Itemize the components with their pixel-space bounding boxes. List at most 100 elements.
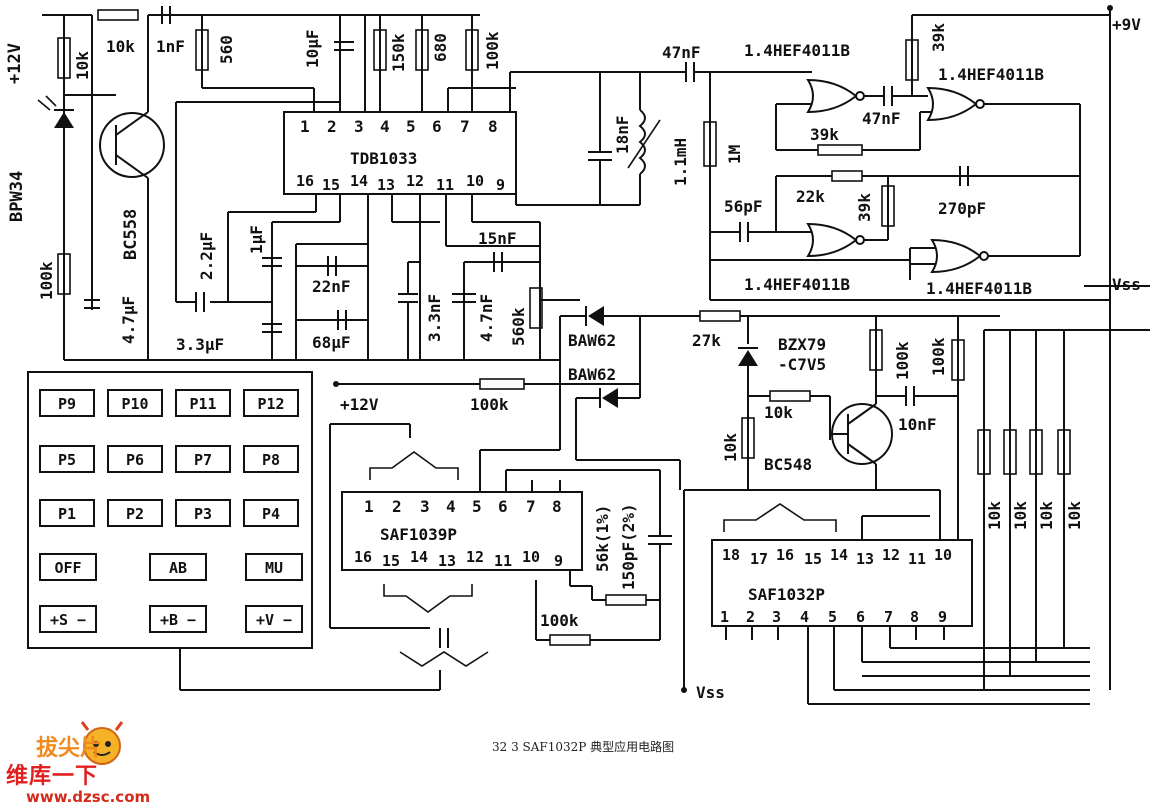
svg-text:BPW34: BPW34	[7, 171, 27, 222]
svg-text:10k: 10k	[985, 501, 1004, 530]
svg-text:6: 6	[856, 608, 865, 626]
ic-tdb1033	[175, 14, 686, 302]
svg-text:7: 7	[884, 608, 893, 626]
watermark-top-text: 拔尖片	[36, 736, 103, 761]
svg-text:10k: 10k	[721, 433, 740, 462]
svg-text:-C7V5: -C7V5	[778, 355, 826, 374]
svg-text:11: 11	[908, 550, 926, 568]
svg-text:18nF: 18nF	[613, 115, 632, 154]
svg-text:47nF: 47nF	[662, 43, 701, 62]
key-p6[interactable]	[107, 445, 163, 473]
svg-text:10k: 10k	[1011, 501, 1030, 530]
svg-text:15: 15	[382, 552, 400, 570]
svg-text:68μF: 68μF	[312, 333, 351, 352]
svg-text:BC548: BC548	[764, 455, 812, 474]
key-p9[interactable]	[39, 389, 95, 417]
key-label: P5	[58, 451, 76, 469]
svg-text:8: 8	[488, 117, 498, 136]
svg-text:9: 9	[938, 608, 947, 626]
svg-text:15nF: 15nF	[478, 229, 517, 248]
key-p10[interactable]	[107, 389, 163, 417]
svg-text:7: 7	[526, 497, 536, 516]
key-p12[interactable]	[243, 389, 299, 417]
svg-text:4: 4	[800, 608, 809, 626]
key-label: P4	[262, 505, 280, 523]
key-mu[interactable]	[245, 553, 303, 581]
svg-text:5: 5	[406, 117, 416, 136]
key-p11[interactable]	[175, 389, 231, 417]
svg-text:10: 10	[466, 172, 484, 190]
svg-text:Vss: Vss	[696, 683, 725, 702]
watermark-cn-text: 维库一下	[6, 764, 99, 789]
svg-text:7: 7	[460, 117, 470, 136]
key-p7[interactable]	[175, 445, 231, 473]
key-p5[interactable]	[39, 445, 95, 473]
svg-text:18: 18	[722, 546, 740, 564]
watermark-url: www.dzsc.com	[26, 788, 151, 806]
svg-text:10k: 10k	[1037, 501, 1056, 530]
key-label: P9	[58, 395, 76, 413]
key-p8[interactable]	[243, 445, 299, 473]
svg-text:56pF: 56pF	[724, 197, 763, 216]
key-p1[interactable]	[39, 499, 95, 527]
hef-label-4: 1.4HEF4011B	[926, 279, 1032, 298]
key-p4[interactable]	[243, 499, 299, 527]
tdb-filter-network	[176, 194, 543, 360]
svg-text:14: 14	[410, 548, 428, 566]
saf1039-labels: 1 2 3 4 5 6 7 8 SAF1039P 16 15 14 13 12 …	[354, 497, 563, 570]
hef-label-2: 1.4HEF4011B	[938, 65, 1044, 84]
key-s[interactable]	[39, 605, 97, 633]
svg-text:4: 4	[380, 117, 390, 136]
svg-text:8: 8	[910, 608, 919, 626]
key-off[interactable]	[39, 553, 97, 581]
key-label: AB	[169, 559, 187, 577]
svg-text:39k: 39k	[929, 23, 948, 52]
key-label: P11	[189, 395, 216, 413]
saf1032-labels: 18 17 16 15 14 13 12 11 10 SAF1032P 1 2 …	[720, 546, 952, 626]
key-p2[interactable]	[107, 499, 163, 527]
svg-text:BZX79: BZX79	[778, 335, 826, 354]
key-label: P6	[126, 451, 144, 469]
svg-text:3: 3	[420, 497, 430, 516]
svg-text:9: 9	[554, 552, 563, 570]
key-label: OFF	[54, 559, 81, 577]
key-label: P12	[257, 395, 284, 413]
key-label: P1	[58, 505, 76, 523]
svg-text:16: 16	[354, 548, 372, 566]
svg-text:+9V: +9V	[1112, 15, 1141, 34]
key-p3[interactable]	[175, 499, 231, 527]
svg-text:BAW62: BAW62	[568, 331, 616, 350]
svg-text:10k: 10k	[1065, 501, 1084, 530]
key-label: P2	[126, 505, 144, 523]
svg-text:10: 10	[934, 546, 952, 564]
dzsc-logo	[80, 721, 124, 765]
svg-text:560: 560	[217, 35, 236, 64]
ic-saf1032p	[711, 329, 1110, 705]
key-b[interactable]	[149, 605, 207, 633]
svg-text:1: 1	[300, 117, 310, 136]
svg-text:1.1mH: 1.1mH	[671, 138, 690, 186]
key-v[interactable]	[245, 605, 303, 633]
svg-text:8: 8	[552, 497, 562, 516]
svg-text:11: 11	[436, 176, 454, 194]
svg-text:1: 1	[720, 608, 729, 626]
key-ab[interactable]	[149, 553, 207, 581]
key-label: +S −	[50, 611, 86, 629]
svg-text:+12V: +12V	[5, 43, 25, 84]
svg-text:6: 6	[432, 117, 442, 136]
svg-text:22nF: 22nF	[312, 277, 351, 296]
svg-text:3.3nF: 3.3nF	[425, 294, 444, 342]
nand-gates	[710, 5, 1150, 690]
resistor-10k-left	[57, 37, 71, 79]
svg-text:2: 2	[746, 608, 755, 626]
svg-text:560k: 560k	[509, 307, 528, 346]
svg-text:4.7μF: 4.7μF	[119, 296, 138, 344]
resistor-560k	[529, 287, 543, 329]
transistor-bc558	[99, 112, 165, 178]
svg-text:4.7nF: 4.7nF	[477, 294, 496, 342]
key-label: P7	[194, 451, 212, 469]
key-label: MU	[265, 559, 283, 577]
resistor-1M	[703, 121, 717, 167]
